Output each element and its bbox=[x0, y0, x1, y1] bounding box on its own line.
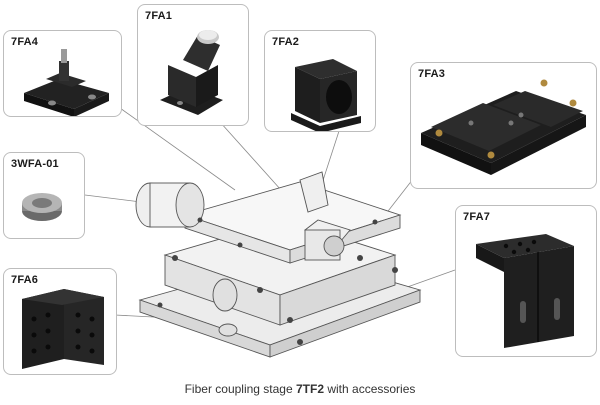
part-7FA2-image bbox=[291, 59, 361, 131]
caption-suffix: with accessories bbox=[324, 382, 416, 396]
part-7FA7-image bbox=[476, 234, 574, 348]
part-7FA3-image bbox=[421, 79, 586, 175]
leader-line-7FA1 bbox=[219, 121, 291, 201]
part-3WFA-01-image bbox=[22, 193, 62, 221]
accessory-label: 7FA2 bbox=[272, 36, 300, 48]
accessory-box-7FA6: 7FA6 bbox=[3, 268, 117, 375]
accessory-box-7FA2: 7FA2 bbox=[264, 30, 376, 132]
part-7FA1-image bbox=[160, 30, 223, 115]
accessory-label: 7FA6 bbox=[11, 274, 39, 286]
accessory-box-3WFA-01: 3WFA-01 bbox=[3, 152, 85, 239]
accessory-label: 7FA3 bbox=[418, 68, 446, 80]
accessory-label: 7FA4 bbox=[11, 36, 39, 48]
accessory-box-7FA7: 7FA7 bbox=[455, 205, 597, 357]
caption-prefix: Fiber coupling stage bbox=[184, 382, 296, 396]
part-7FA6-image bbox=[22, 289, 104, 369]
caption-model: 7TF2 bbox=[296, 382, 325, 396]
accessory-box-7FA1: 7FA1 bbox=[137, 4, 249, 126]
accessory-box-7FA3: 7FA3 bbox=[410, 62, 597, 189]
accessory-label: 3WFA-01 bbox=[11, 158, 59, 170]
accessory-box-7FA4: 7FA4 bbox=[3, 30, 122, 117]
figure-caption: Fiber coupling stage 7TF2 with accessori… bbox=[0, 382, 600, 396]
part-7FA4-image bbox=[24, 49, 109, 116]
accessory-label: 7FA7 bbox=[463, 211, 491, 223]
accessory-label: 7FA1 bbox=[145, 10, 173, 22]
